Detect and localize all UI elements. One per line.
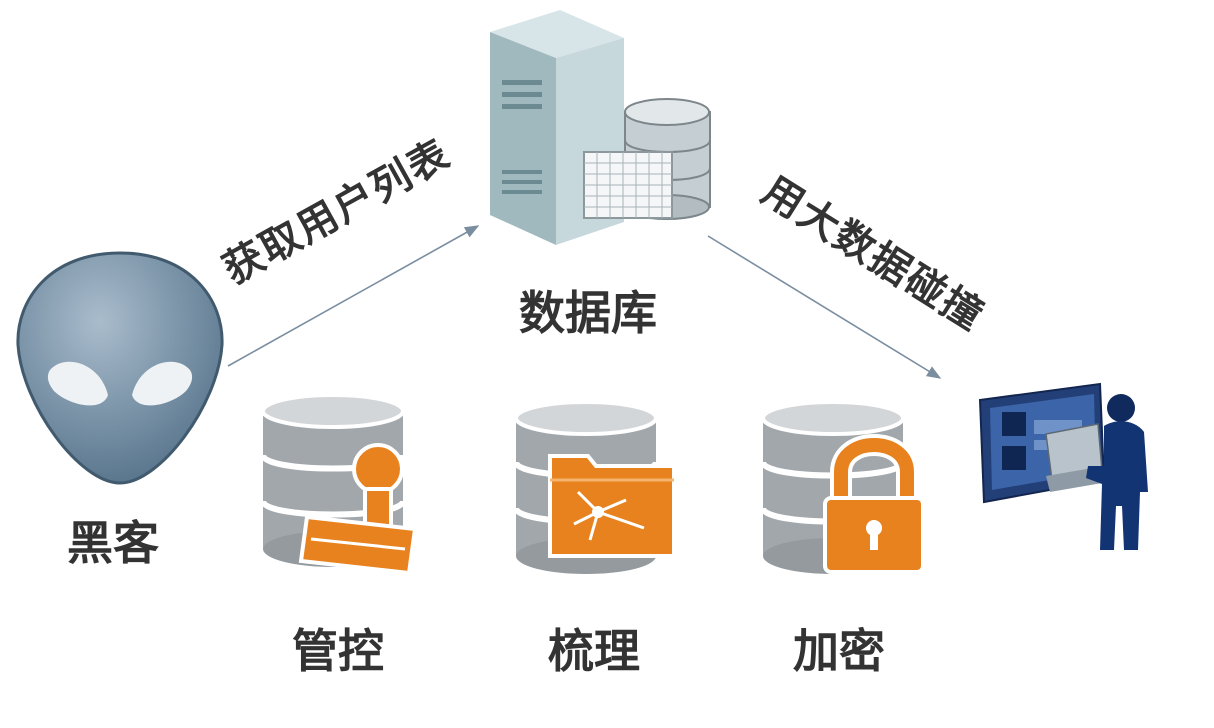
- control-label: 管控: [292, 624, 384, 678]
- arrow-database-to-analyst: [707, 235, 942, 379]
- hacker-label: 黑客: [67, 516, 159, 570]
- lock-icon: [823, 434, 925, 574]
- analyst-computer-icon: [978, 382, 1148, 550]
- encrypt-label: 加密: [793, 624, 885, 678]
- arrow-hacker-to-database: [227, 225, 480, 367]
- database-server-icon: [490, 10, 711, 245]
- database-folder-icon: [513, 400, 676, 574]
- folder-icon: [548, 454, 676, 558]
- database-lock-icon: [760, 400, 925, 574]
- stamp-icon: [298, 443, 418, 576]
- database-stamp-icon: [260, 393, 418, 576]
- alien-head-icon: [16, 251, 224, 485]
- database-label: 数据库: [519, 286, 657, 340]
- organize-label: 梳理: [548, 624, 640, 678]
